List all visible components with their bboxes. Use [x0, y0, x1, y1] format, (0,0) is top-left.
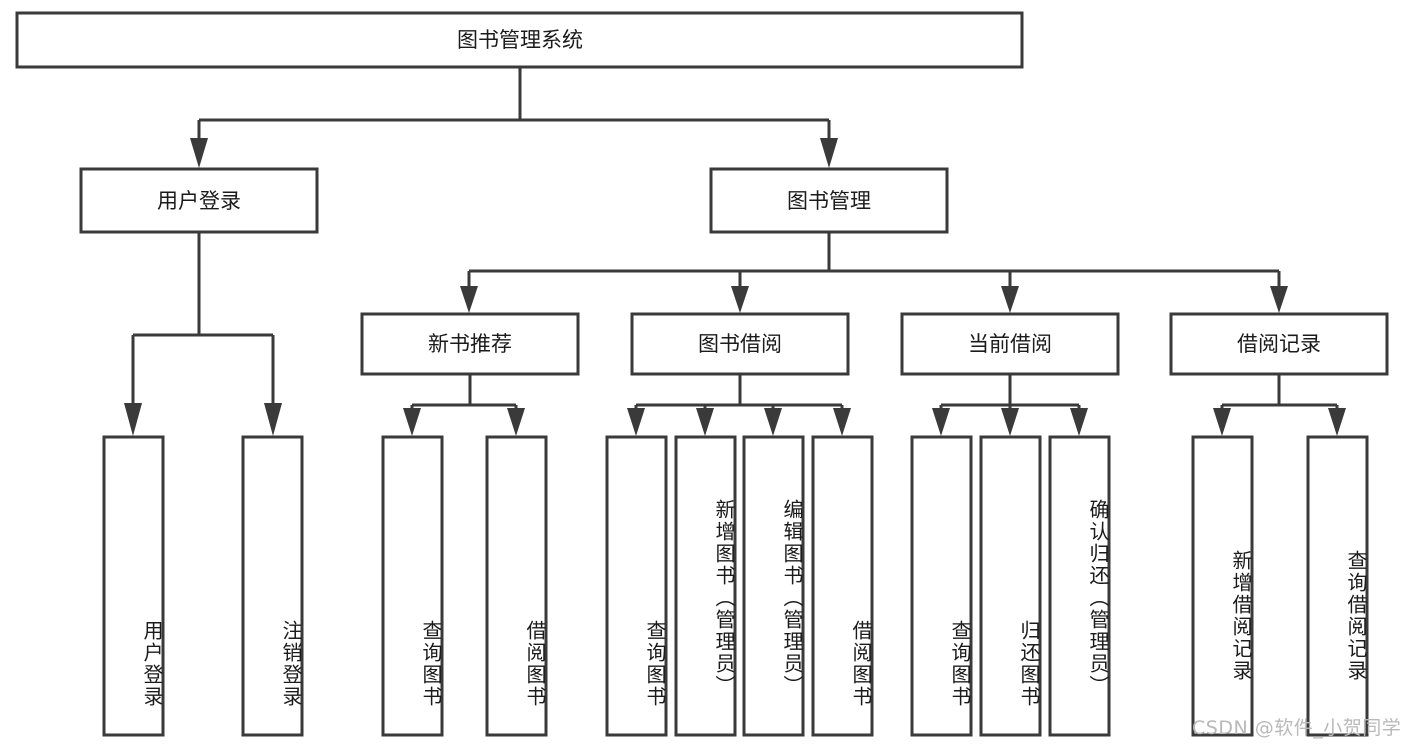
arrowhead-leaf-bb-1: [627, 408, 645, 436]
node-leaf-bb-query-book[interactable]: [605, 435, 668, 737]
node-book-management[interactable]: [709, 167, 949, 234]
node-leaf-bb-add-book-admin[interactable]: [674, 435, 737, 737]
node-current-borrow[interactable]: [900, 312, 1120, 376]
arrowhead-leaf-cb-1: [932, 408, 950, 436]
arrowhead-borrow-record: [1270, 286, 1288, 313]
arrowhead-leaf-br-1: [1213, 408, 1231, 436]
arrowhead-leaf-bb-2: [696, 408, 714, 436]
node-leaf-cb-query-book[interactable]: [910, 435, 973, 737]
node-borrow-record-label: 借阅记录: [1237, 332, 1321, 356]
node-leaf-cb-confirm-return-admin[interactable]: [1048, 435, 1111, 737]
arrowhead-book-manage: [820, 138, 838, 168]
arrowhead-leaf-cb-2: [1001, 408, 1019, 436]
arrowhead-leaf-user-login-2: [264, 403, 282, 436]
node-current-borrow-label: 当前借阅: [968, 332, 1052, 356]
node-leaf-nbr-borrow-book[interactable]: [485, 435, 548, 737]
node-book-management-label: 图书管理: [787, 189, 871, 213]
arrowhead-current-borrow: [1001, 286, 1019, 313]
node-leaf-user-login-logout[interactable]: [241, 435, 304, 737]
arrowhead-leaf-bb-4: [833, 408, 851, 436]
node-leaf-bb-borrow-book[interactable]: [811, 435, 874, 737]
node-leaf-br-query-record[interactable]: [1306, 435, 1369, 737]
node-leaf-user-login-login[interactable]: [102, 435, 165, 737]
arrowhead-user-login: [190, 138, 208, 168]
node-leaf-br-add-record[interactable]: [1191, 435, 1254, 737]
node-book-borrow-label: 图书借阅: [698, 332, 782, 356]
node-root-label: 图书管理系统: [457, 28, 583, 52]
node-root-book-management-system[interactable]: [15, 11, 1024, 69]
node-leaf-nbr-query-book[interactable]: [381, 435, 444, 737]
arrowhead-new-book-recommend: [460, 286, 478, 313]
node-new-book-recommend[interactable]: [360, 312, 580, 376]
node-borrow-record[interactable]: [1169, 312, 1389, 376]
node-book-borrow[interactable]: [630, 312, 850, 376]
node-user-login-label: 用户登录: [157, 189, 241, 213]
arrowhead-leaf-cb-3: [1070, 408, 1088, 436]
node-leaf-cb-return-book[interactable]: [979, 435, 1042, 737]
arrowhead-leaf-br-2: [1328, 408, 1346, 436]
arrowhead-leaf-user-login-1: [124, 403, 142, 436]
arrowhead-leaf-nbr-2: [507, 408, 525, 436]
arrowhead-leaf-bb-3: [764, 408, 782, 436]
arrowhead-leaf-nbr-1: [403, 408, 421, 436]
csdn-watermark: CSDN @软件_小贺同学: [1192, 717, 1402, 739]
node-new-book-recommend-label: 新书推荐: [428, 332, 512, 356]
node-leaf-bb-edit-book-admin[interactable]: [742, 435, 805, 737]
arrowhead-book-borrow: [731, 286, 749, 313]
